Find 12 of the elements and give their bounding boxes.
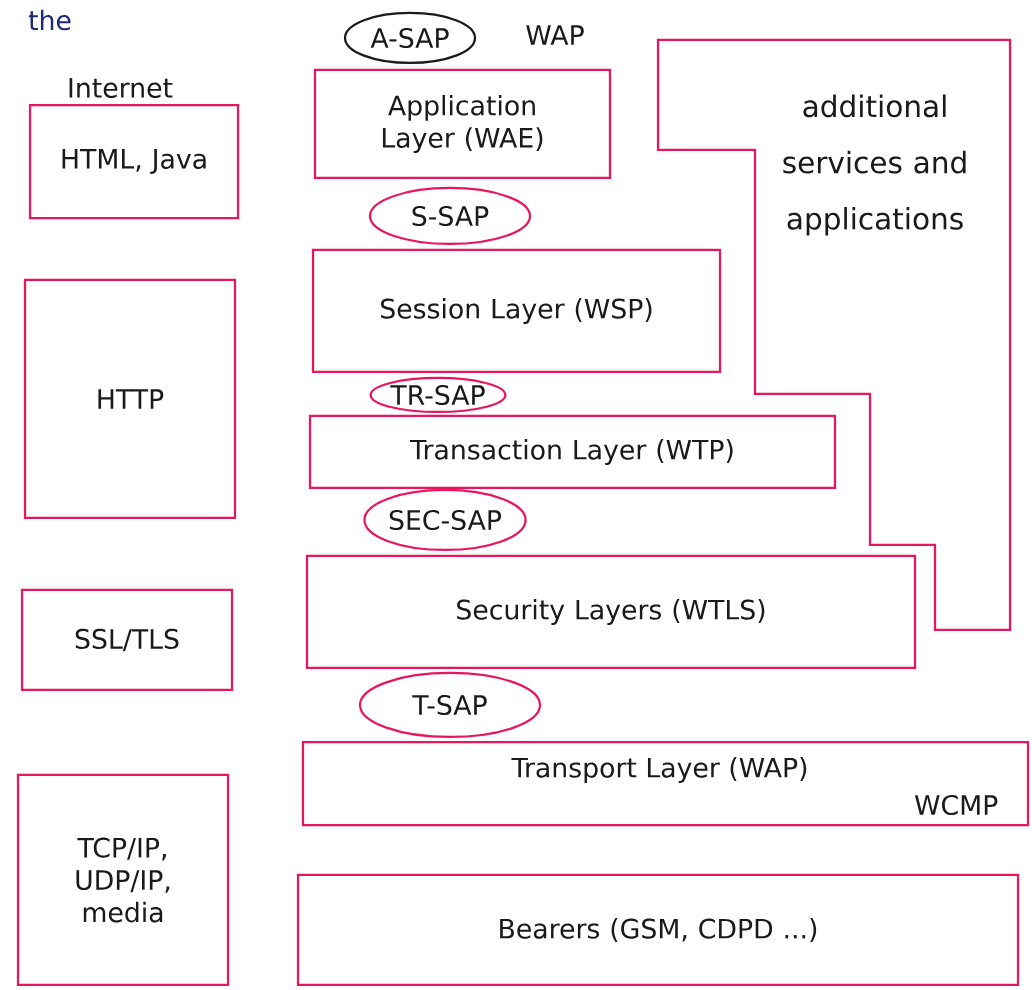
tech-box: SSL/TLS — [20, 588, 234, 692]
tech-box: TCP/IP, UDP/IP, media — [16, 773, 230, 987]
tech-box: HTML, Java — [28, 103, 240, 220]
layer-box: Bearers (GSM, CDPD ...) — [296, 873, 1020, 987]
tech-box: HTTP — [23, 278, 237, 520]
layer-box: Transaction Layer (WTP) — [308, 414, 837, 490]
layer-box: Security Layers (WTLS) — [305, 554, 917, 670]
layer-box: Application Layer (WAE) — [313, 68, 612, 180]
column-heading: WAP — [526, 25, 584, 45]
handwritten-note: the — [28, 9, 71, 31]
layer-box: Transport Layer (WAP) WCMP — [301, 740, 1030, 827]
layer-box: Session Layer (WSP) — [311, 248, 722, 374]
